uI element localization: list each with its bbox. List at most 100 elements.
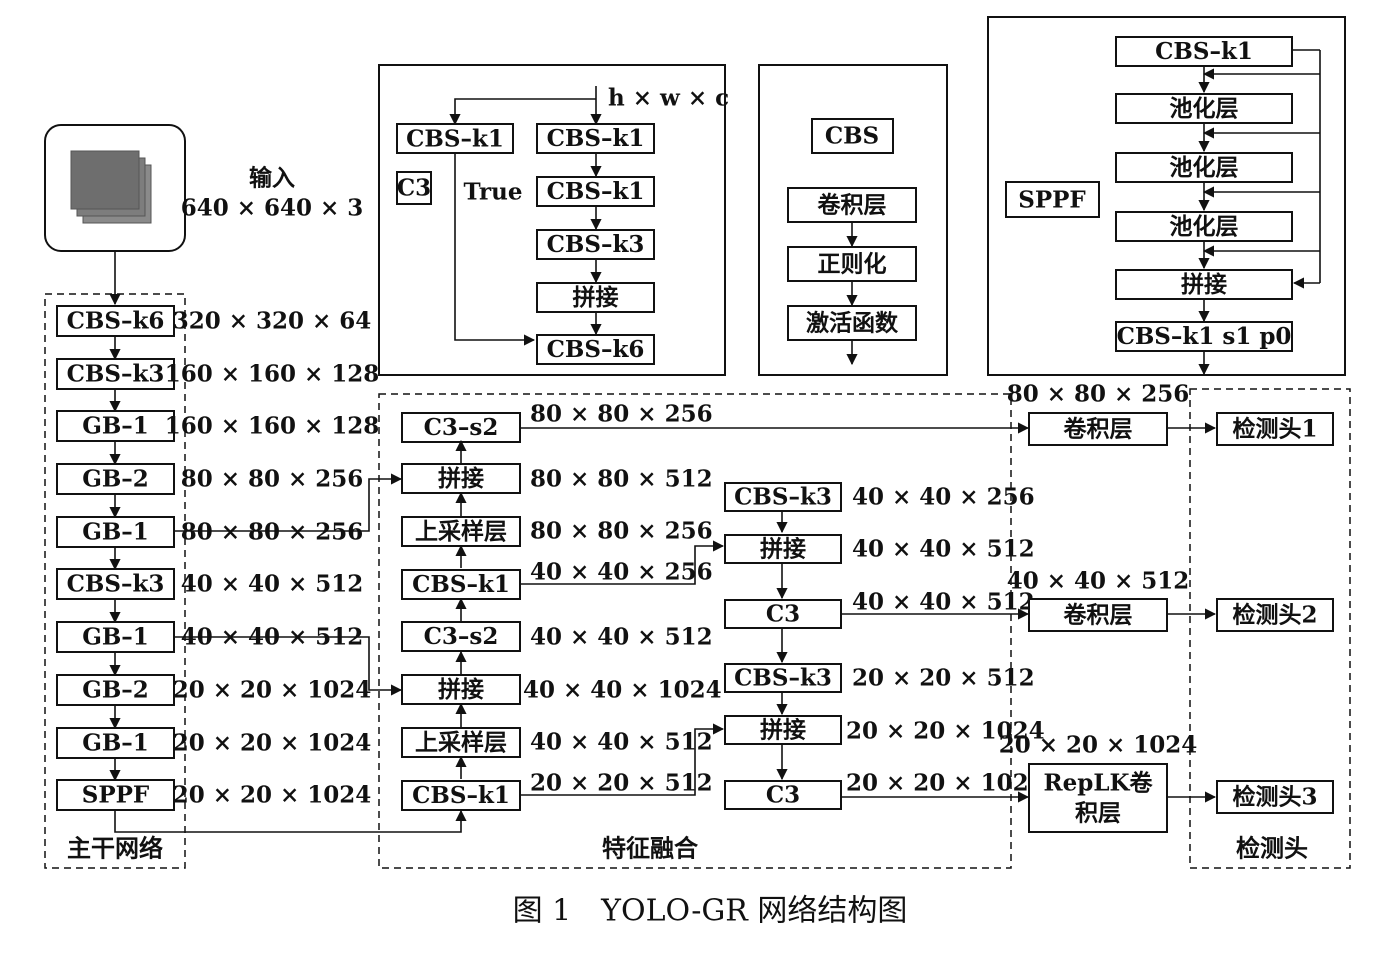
conv-layer-1-dims: 80 × 80 × 256 — [1007, 381, 1190, 408]
backbone-dims: 20 × 20 × 1024 — [173, 677, 372, 704]
sppf-detail-block: 池化层 — [1115, 152, 1293, 183]
connections — [114, 422, 1217, 833]
c3-main-block-label: CBS–k6 — [547, 336, 645, 363]
neck-col1-block-label: C3–s2 — [424, 623, 499, 650]
svg-text:CBS: CBS — [825, 123, 879, 150]
c3-main-block: 拼接 — [536, 282, 655, 313]
c3-main-block: CBS–k3 — [536, 229, 655, 260]
backbone-block-label: CBS–k3 — [67, 361, 165, 388]
neck-col1-dims: 80 × 80 × 256 — [530, 518, 713, 545]
backbone-dims: 80 × 80 × 256 — [181, 466, 364, 493]
sppf-detail-block: CBS–k1 s1 p0 — [1115, 321, 1293, 352]
neck-group: 特征融合 — [378, 393, 1012, 869]
figure-caption: 图 1 YOLO-GR 网络结构图 — [513, 894, 908, 929]
svg-text:SPPF: SPPF — [1018, 187, 1086, 214]
neck-col2-block: CBS–k3 — [724, 482, 842, 512]
input-image-stack-icon — [70, 150, 152, 224]
neck-col1-dims: 40 × 40 × 512 — [530, 729, 713, 756]
input-node: 输入 640 × 640 × 3 — [44, 124, 363, 252]
c3-main-block: CBS–k6 — [536, 334, 655, 365]
c3-input-dims: h × w × c — [608, 85, 729, 112]
neck-col1-block-label: 拼接 — [438, 465, 484, 492]
backbone-block: GB–1 — [56, 410, 175, 442]
neck-col2-dims: 40 × 40 × 256 — [852, 484, 1035, 511]
conv-layer-2: 卷积层 — [1028, 598, 1168, 632]
sppf-name-box: SPPF — [1005, 181, 1100, 218]
neck-col1-dims: 40 × 40 × 512 — [530, 624, 713, 651]
neck-col1-block: C3–s2 — [401, 621, 521, 652]
detection-head-1-label: 检测头1 — [1232, 416, 1317, 443]
backbone-block: GB–2 — [56, 674, 175, 706]
sppf-detail-block: 池化层 — [1115, 211, 1293, 242]
c3-branch-label: True — [464, 179, 523, 206]
cbs-detail-block: 激活函数 — [787, 305, 917, 341]
c3-detail-panel: h × w × c CBS–k1 C3 True CBS–k1CBS–k1CBS… — [378, 64, 729, 376]
sppf-detail-block: 池化层 — [1115, 93, 1293, 124]
c3-main-block-label: 拼接 — [573, 284, 619, 311]
sppf-detail-block-label: 池化层 — [1170, 95, 1239, 122]
backbone-block-label: GB–1 — [82, 730, 149, 757]
neck-col2-block: C3 — [724, 780, 842, 810]
neck-col2-block: C3 — [724, 599, 842, 629]
backbone-dims: 160 × 160 × 128 — [165, 413, 380, 440]
detection-head-2: 检测头2 — [1216, 598, 1334, 632]
detection-head-1: 检测头1 — [1216, 412, 1334, 446]
svg-text:CBS–k1: CBS–k1 — [406, 126, 504, 153]
cbs-detail-block: 卷积层 — [787, 187, 917, 223]
conv-layer-3-label-line: RepLK卷 — [1044, 770, 1154, 797]
c3-main-block-label: CBS–k1 — [547, 125, 645, 152]
backbone-block-label: GB–2 — [82, 466, 149, 493]
neck-col1-dims: 40 × 40 × 1024 — [523, 677, 722, 704]
backbone-dims: 80 × 80 × 256 — [181, 519, 364, 546]
conv-layer-2-dims: 40 × 40 × 512 — [1007, 568, 1190, 595]
neck-col2-block: 拼接 — [724, 715, 842, 745]
neck-col1-block: 拼接 — [401, 674, 521, 705]
neck-col1-block: CBS–k1 — [401, 780, 521, 811]
backbone-block: GB–2 — [56, 463, 175, 495]
neck-col2-dims: 20 × 20 × 1024 — [846, 770, 1045, 797]
neck-col2-block: CBS–k3 — [724, 663, 842, 693]
neck-col1-dims: 80 × 80 × 256 — [530, 401, 713, 428]
neck-col2-block: 拼接 — [724, 534, 842, 564]
neck-title: 特征融合 — [602, 834, 699, 863]
neck-col1-block-label: CBS–k1 — [412, 782, 510, 809]
backbone-block: GB–1 — [56, 621, 175, 653]
neck-col2-block-label: 拼接 — [760, 536, 806, 563]
backbone-block: GB–1 — [56, 516, 175, 548]
conv-layer-2-label: 卷积层 — [1063, 602, 1133, 629]
backbone-block-label: GB–1 — [82, 519, 149, 546]
backbone-block-label: GB–1 — [82, 413, 149, 440]
sppf-detail-block-label: CBS–k1 — [1155, 38, 1253, 65]
heads-title: 检测头 — [1236, 834, 1308, 863]
c3-left-block: CBS–k1 — [396, 123, 514, 154]
neck-col1-dims: 40 × 40 × 256 — [530, 559, 713, 586]
neck-col2-block-label: CBS–k3 — [734, 484, 832, 511]
neck-col1-block: C3–s2 — [401, 412, 521, 443]
heads-group: 检测头 — [1189, 388, 1351, 869]
neck-col2-block-label: C3 — [766, 601, 800, 628]
backbone-block-label: SPPF — [82, 782, 150, 809]
c3-main-block: CBS–k1 — [536, 176, 655, 207]
sppf-detail-block-label: 池化层 — [1170, 213, 1239, 240]
detection-head-3: 检测头3 — [1216, 780, 1334, 814]
c3-main-block-label: CBS–k1 — [547, 178, 645, 205]
cbs-detail-block-label: 正则化 — [818, 251, 887, 278]
neck-col1-block-label: CBS–k1 — [412, 571, 510, 598]
backbone-block: CBS–k3 — [56, 358, 175, 390]
backbone-block-label: GB–2 — [82, 677, 149, 704]
backbone-dims: 20 × 20 × 1024 — [173, 730, 372, 757]
conv-layer-3-label-line: 积层 — [1075, 800, 1121, 827]
backbone-block-label: CBS–k3 — [67, 571, 165, 598]
c3-main-block-label: CBS–k3 — [547, 231, 645, 258]
neck-col2-dims: 20 × 20 × 1024 — [846, 718, 1045, 745]
neck-col1-block-label: 拼接 — [438, 676, 484, 703]
sppf-detail-block: CBS–k1 — [1115, 36, 1293, 67]
neck-col1-block: 上采样层 — [401, 727, 521, 758]
neck-col1-block: 拼接 — [401, 463, 521, 494]
cbs-detail-block: 正则化 — [787, 246, 917, 282]
neck-col2-block-label: CBS–k3 — [734, 665, 832, 692]
conv-layer-3-dims: 20 × 20 × 1024 — [999, 732, 1198, 759]
backbone-block: CBS–k3 — [56, 568, 175, 600]
backbone-dims: 20 × 20 × 1024 — [173, 782, 372, 809]
